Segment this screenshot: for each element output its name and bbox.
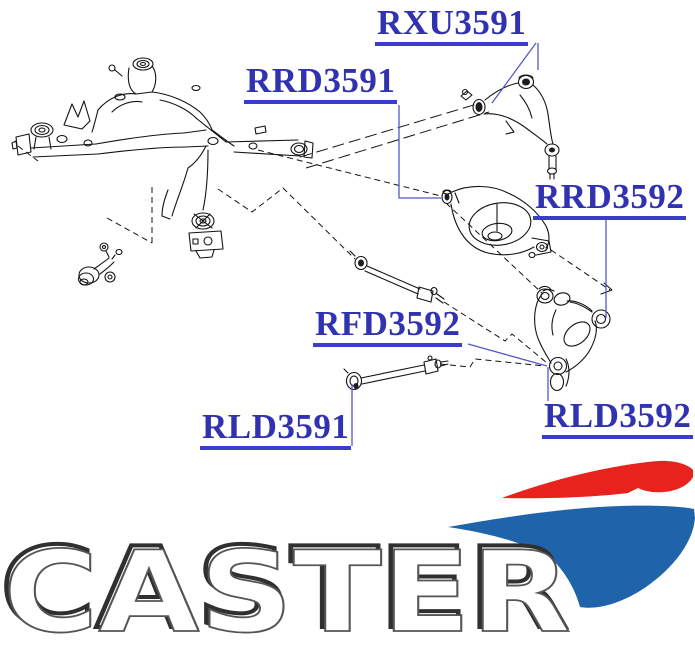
rear-subframe-drawing xyxy=(11,57,314,259)
leader-rxu3591-diag xyxy=(491,42,537,104)
part-label-rld3592[interactable]: RLD3592 xyxy=(542,398,694,439)
logo-wordmark-group: CASTER CASTER xyxy=(0,522,572,659)
toe-link-rod-drawing xyxy=(343,355,449,391)
suspension-diagram xyxy=(11,42,613,446)
logo-swoosh-red xyxy=(502,460,693,499)
leader-rfd3592 xyxy=(467,343,548,367)
logo-wordmark: CASTER xyxy=(3,528,571,658)
arrow-chevron xyxy=(600,282,613,295)
stabilizer-link-drawing xyxy=(77,242,123,286)
logo-swoosh-blue xyxy=(448,505,695,608)
part-label-rxu3591[interactable]: RXU3591 xyxy=(375,5,529,46)
part-label-rrd3591[interactable]: RRD3591 xyxy=(244,63,398,104)
lateral-link-rod-drawing xyxy=(349,250,445,304)
part-label-rfd3592[interactable]: RFD3592 xyxy=(313,306,463,347)
caster-logo: CASTER CASTER xyxy=(0,460,695,659)
part-label-rld3591[interactable]: RLD3591 xyxy=(200,409,352,450)
logo-wordmark-shadow: CASTER xyxy=(0,524,568,654)
wheel-knuckle-drawing xyxy=(534,285,611,392)
leader-lines xyxy=(351,42,607,446)
stabilizer-bar-dashes xyxy=(299,103,490,169)
assembly-dashed-lines xyxy=(17,145,611,368)
lower-spring-arm-drawing xyxy=(441,185,552,259)
logo-swoosh xyxy=(448,460,695,608)
upper-control-arm-drawing xyxy=(460,74,560,180)
part-label-rrd3592[interactable]: RRD3592 xyxy=(533,179,687,220)
leader-rrd3591 xyxy=(398,105,441,199)
